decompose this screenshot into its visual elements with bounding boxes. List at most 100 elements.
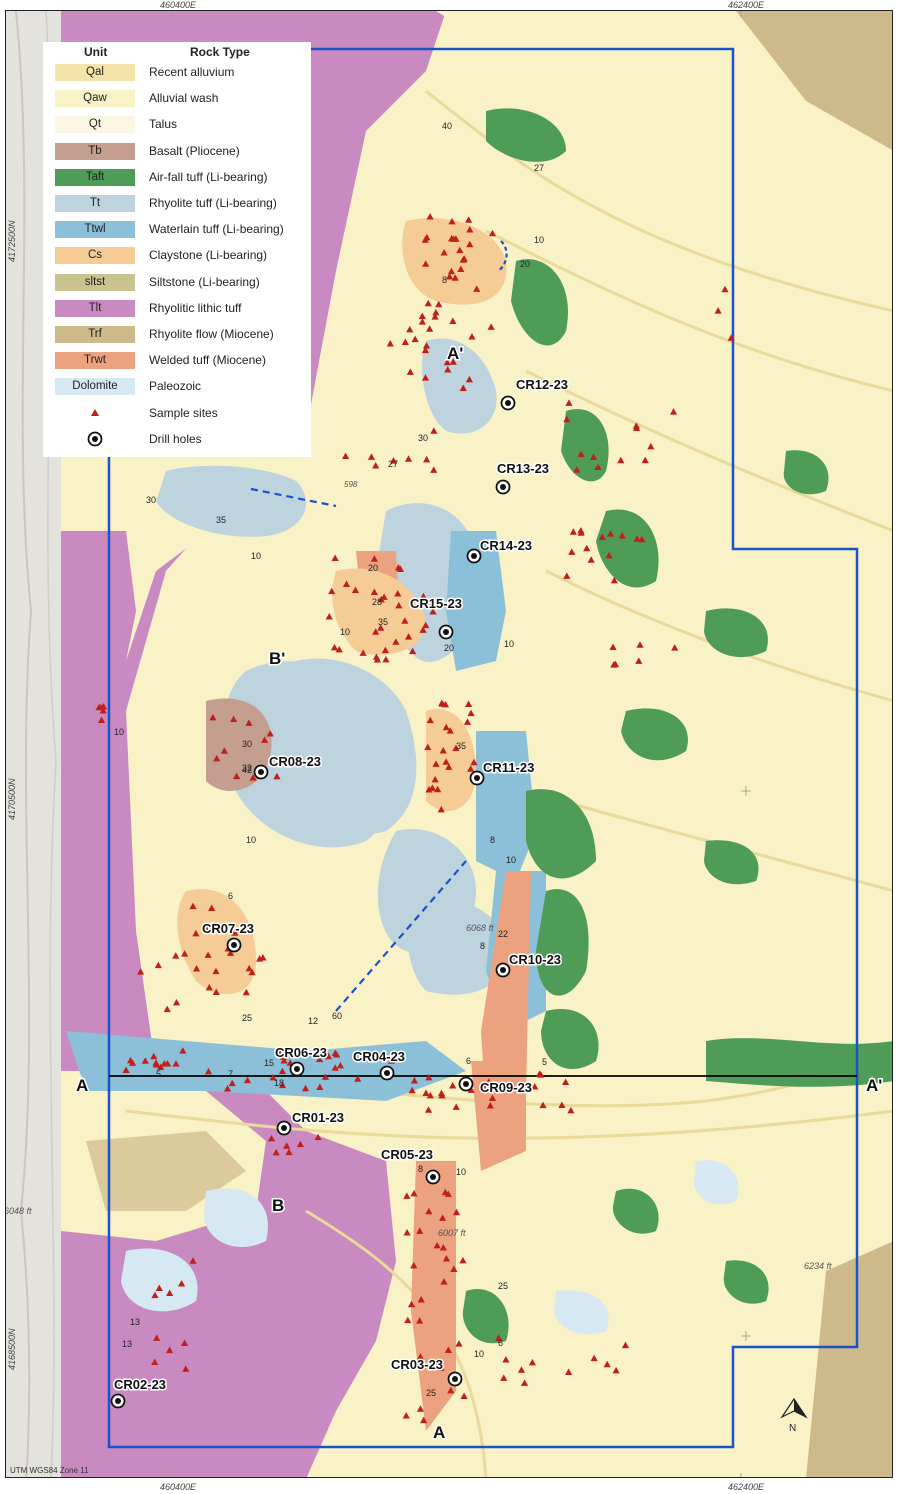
sample-site-icon xyxy=(416,1353,425,1360)
drill-hole-cr02-23: CR02-23 xyxy=(110,1376,168,1409)
sample-site-icon xyxy=(485,1078,493,1085)
dip-label: 15 xyxy=(264,1058,274,1068)
dip-label: 20 xyxy=(520,259,530,269)
easting-label-bottom-right: 462400E xyxy=(728,1482,765,1492)
drill-hole-dot xyxy=(471,553,477,559)
sample-site-icon xyxy=(279,1053,287,1060)
dip-label: 10 xyxy=(251,551,261,561)
drill-hole-cr15-23: CR15-23 xyxy=(409,595,464,640)
drill-hole-label: CR13-23 xyxy=(497,461,549,476)
sample-site-icon xyxy=(151,1358,159,1365)
sample-site-icon xyxy=(444,1190,452,1197)
legend-row-drill-hole-icon: Drill holes xyxy=(43,427,311,451)
drill-hole-cr04-23: CR04-23 xyxy=(352,1048,407,1081)
sample-site-icon xyxy=(213,754,221,762)
legend-label: Air-fall tuff (Li-bearing) xyxy=(149,169,268,184)
drill-hole-label: CR10-23 xyxy=(509,952,561,967)
sample-site-icon xyxy=(671,644,679,651)
sample-site-icon xyxy=(539,1101,547,1109)
elevation-label: 6234 ft xyxy=(804,1261,832,1271)
section-label-a-prime-north: A' xyxy=(447,344,463,363)
drill-hole-cr05-23: CR05-23 xyxy=(380,1146,441,1185)
sample-site-icon xyxy=(621,1341,630,1349)
northing-label-lower: 4168500N xyxy=(7,1328,17,1370)
sample-site-icon xyxy=(583,544,591,552)
sample-site-icon xyxy=(452,1208,461,1216)
unit-trwt-east xyxy=(481,871,531,1111)
dip-label: 8 xyxy=(480,941,485,951)
sample-site-icon xyxy=(537,1071,545,1078)
sample-site-icon xyxy=(441,700,450,708)
sample-site-icon xyxy=(249,774,257,781)
sample-site-icon xyxy=(273,772,281,780)
grid-ticks xyxy=(170,11,751,1477)
sample-site-icon xyxy=(466,240,474,248)
sample-site-icon xyxy=(331,554,339,562)
sample-site-icon xyxy=(151,1291,159,1299)
sample-site-icon xyxy=(457,265,465,272)
sample-site-icon xyxy=(473,285,481,292)
sample-site-icon xyxy=(647,442,655,450)
sample-site-icon xyxy=(449,317,457,325)
sample-site-icon xyxy=(605,551,613,559)
sample-site-icon xyxy=(280,1057,288,1064)
sample-site-icon xyxy=(226,949,235,956)
sample-site-icon xyxy=(437,805,445,813)
dip-label: 60 xyxy=(332,1011,342,1021)
drill-hole-cr07-23: CR07-23 xyxy=(201,920,256,953)
sample-site-icon xyxy=(422,260,430,267)
sample-site-icon xyxy=(321,1073,329,1080)
sample-site-icon xyxy=(377,624,385,631)
legend-swatch: Taft xyxy=(55,168,135,186)
north-arrow-label: N xyxy=(789,1423,796,1434)
dip-label: 6 xyxy=(228,891,233,901)
drill-hole-dot xyxy=(500,967,506,973)
sample-site-icon xyxy=(721,285,729,293)
sample-site-icon xyxy=(727,334,735,341)
sample-site-icon xyxy=(606,530,615,537)
sample-site-icon xyxy=(335,645,343,653)
sample-site-icon xyxy=(443,358,451,366)
dip-label: 30 xyxy=(146,495,156,505)
dip-label: 35 xyxy=(216,515,226,525)
sample-site-icon xyxy=(386,339,394,347)
sample-site-icon xyxy=(437,1364,445,1371)
sample-site-icon xyxy=(372,461,380,469)
elevation-label: 598 xyxy=(344,480,358,489)
unit-tt-central-2 xyxy=(296,658,417,834)
drill-hole-dot xyxy=(452,1376,458,1382)
sample-site-icon xyxy=(181,950,189,957)
sample-site-icon xyxy=(180,1339,189,1347)
sample-site-icon xyxy=(406,368,414,375)
drill-hole-dot xyxy=(505,400,511,406)
drill-hole-dot xyxy=(281,1125,287,1131)
sample-site-icon xyxy=(587,556,595,563)
sample-site-icon xyxy=(568,548,576,555)
sample-site-icon xyxy=(99,707,107,714)
sample-site-icon xyxy=(409,647,417,655)
legend-swatch: Tb xyxy=(55,142,135,160)
drill-hole-dot xyxy=(463,1081,469,1087)
sample-site-icon xyxy=(561,1078,570,1085)
sample-site-icon xyxy=(316,1083,324,1091)
fault-dashed-central xyxy=(335,860,467,1012)
dip-label: 32 xyxy=(242,763,252,773)
dip-label: 25 xyxy=(242,1013,252,1023)
sample-site-icon xyxy=(590,1354,598,1362)
drill-hole-icon xyxy=(55,430,135,448)
drill-hole-label: CR04-23 xyxy=(353,1049,405,1064)
sample-site-icon xyxy=(460,255,468,262)
drill-hole-cr11-23: CR11-23 xyxy=(469,759,536,786)
sample-site-icon xyxy=(341,452,350,459)
drill-hole-label: CR02-23 xyxy=(114,1377,166,1392)
dip-label: 10 xyxy=(456,1167,466,1177)
sample-site-icon xyxy=(388,1057,396,1064)
sample-site-icon xyxy=(289,1050,297,1058)
legend-swatch: Tt xyxy=(55,195,135,212)
drill-hole-label: CR12-23 xyxy=(516,377,568,392)
sample-site-icon xyxy=(464,700,473,707)
